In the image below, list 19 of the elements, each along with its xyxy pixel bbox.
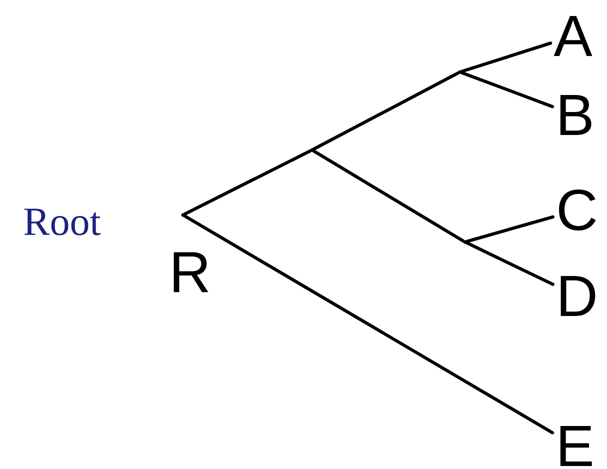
branch-point (463, 240, 467, 244)
tree-branch (312, 71, 460, 151)
node-label: R (174, 252, 208, 292)
leaf-label: A (554, 16, 592, 56)
tree-branch (312, 149, 465, 243)
tree-branch (465, 241, 554, 286)
leaf-label: C (559, 189, 596, 231)
branch-point (310, 148, 314, 152)
tree-branch (465, 215, 554, 244)
leaf-label: D (560, 276, 596, 316)
branch-point (181, 213, 185, 217)
tree-branch (460, 42, 552, 73)
tree-branch (460, 71, 554, 108)
leaf-label: B (560, 95, 592, 135)
tree-branch (183, 214, 554, 434)
tree-branch (183, 149, 312, 216)
leaf-label: E (560, 426, 592, 466)
root-label: Root (24, 208, 101, 236)
branch-point (458, 70, 462, 74)
